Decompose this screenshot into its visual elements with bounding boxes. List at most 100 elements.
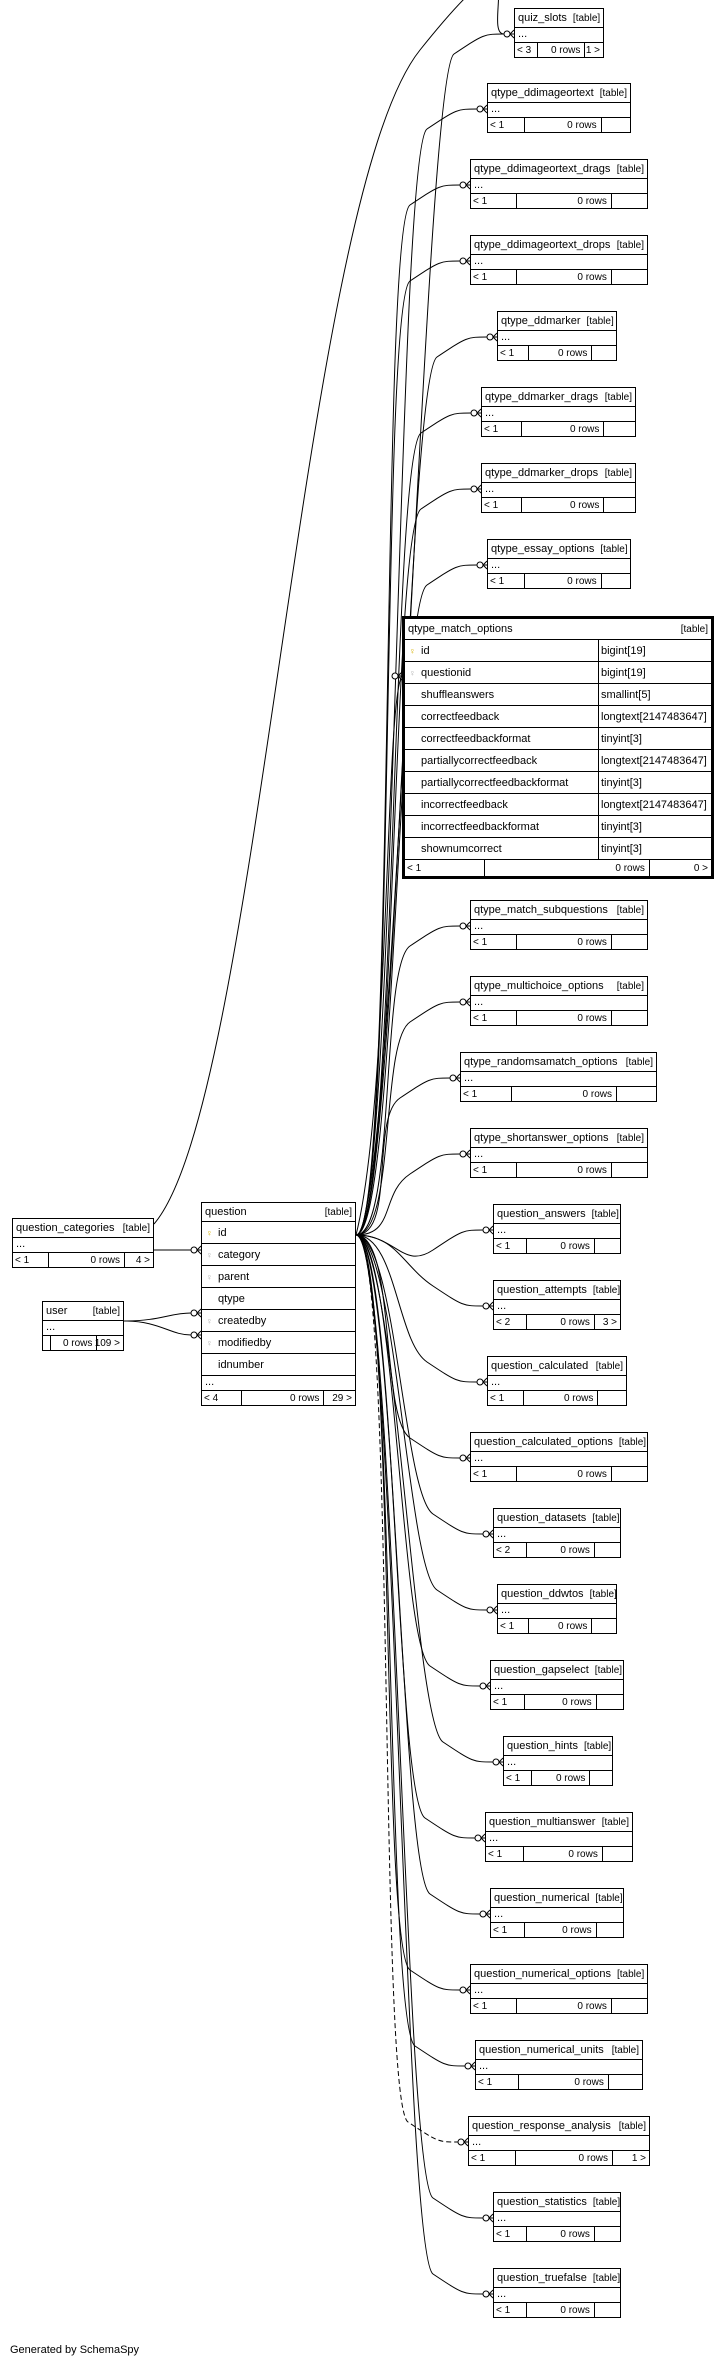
parents-count (43, 1336, 51, 1350)
parents-count: < 1 (471, 1999, 517, 2013)
relationship-line (355, 1234, 484, 1535)
row-count: 0 rows (485, 860, 650, 876)
row-count: 0 rows (522, 498, 605, 512)
column-name: incorrectfeedbackformat (421, 820, 539, 833)
relationship-end-marker (459, 257, 467, 265)
relationship-line (355, 108, 478, 1236)
table-type-label: [table] (595, 1892, 623, 1904)
row-count: 0 rows (517, 194, 612, 208)
footer-credit: Generated by SchemaSpy (10, 2344, 140, 2356)
relationship-end-marker (482, 1302, 490, 1310)
column-name: correctfeedback (421, 710, 500, 723)
table-qtype-randomsamatch-options[interactable]: qtype_randomsamatch_options[table]...< 1… (460, 1052, 657, 1102)
children-count (604, 498, 635, 512)
relationship-end-marker (459, 1454, 467, 1462)
relationship-line (355, 1234, 481, 1915)
foreign-key-icon: ♀ (206, 1271, 213, 1282)
relationship-line (355, 488, 472, 1236)
row-count: 0 rows (525, 574, 602, 588)
table-type-label: [table] (589, 1588, 616, 1600)
table-question-categories[interactable]: question_categories[table] ... < 1 0 row… (12, 1218, 154, 1268)
table-name: user (46, 1305, 68, 1317)
children-count (612, 194, 647, 208)
children-count (602, 574, 630, 588)
children-count (592, 346, 616, 360)
table-type-label: [table] (601, 1816, 629, 1828)
columns-ellipsis: ... (482, 483, 635, 498)
children-count (612, 270, 647, 284)
column-type: tinyint[3] (601, 776, 642, 789)
relationship-end-marker-crowfoot (492, 336, 498, 342)
relationship-end-marker-crowfoot (488, 1529, 494, 1535)
relationship-end-marker (459, 998, 467, 1006)
columns-ellipsis: ... (461, 1072, 656, 1087)
table-name: qtype_ddimageortext (491, 87, 594, 99)
table-user[interactable]: user[table] ... 0 rows 109 > (42, 1301, 124, 1351)
relationship-end-marker-crowfoot (492, 332, 498, 338)
relationship-end-marker-crowfoot (465, 921, 471, 927)
table-type-label: [table] (122, 1222, 150, 1234)
relationship-end-marker (459, 1986, 467, 1994)
relationship-end-marker-crowfoot (465, 1985, 471, 1991)
relationship-line (355, 1234, 478, 1383)
relationship-end-marker-crowfoot (465, 256, 471, 262)
table-type-label: [table] (616, 1968, 645, 1980)
relationship-end-marker-crowfoot (397, 675, 403, 681)
relationship-end-marker (459, 1150, 467, 1158)
children-count: 3 > (602, 1316, 617, 1328)
column-name: category (218, 1248, 261, 1261)
table-type-label: [table] (592, 1284, 620, 1296)
columns-ellipsis: ... (498, 331, 616, 346)
table-type-label: [table] (618, 2120, 646, 2132)
row-count: 0 rows (527, 1315, 595, 1329)
column-name: idnumber (218, 1358, 264, 1371)
table-question-calculated-options[interactable]: question_calculated_options[table]...< 1… (470, 1432, 648, 1482)
relationship-end-marker-crowfoot (465, 1001, 471, 1007)
table-name: question_datasets (497, 1512, 587, 1524)
row-count: 0 rows (524, 1847, 603, 1861)
table-type-label: [table] (616, 904, 644, 916)
relationship-end-marker-crowfoot (498, 1761, 504, 1767)
relationship-end-marker-crowfoot (465, 997, 471, 1003)
row-count: 0 rows (522, 422, 605, 436)
table-name: question_multianswer (489, 1816, 596, 1828)
table-name: question_numerical_options (474, 1968, 611, 1980)
children-count (598, 1391, 626, 1405)
row-count: 0 rows (519, 2075, 609, 2089)
relationship-end-marker-crowfoot (470, 2065, 476, 2071)
column-row: ♀id (202, 1222, 355, 1244)
column-row: ♀modifiedby (202, 1332, 355, 1354)
relationship-end-marker (391, 672, 399, 680)
children-count: 0 > (693, 862, 708, 874)
table-question[interactable]: question[table] ♀id ♀category ♀parent qt… (201, 1202, 356, 1406)
relationship-end-marker-crowfoot (482, 1377, 488, 1383)
